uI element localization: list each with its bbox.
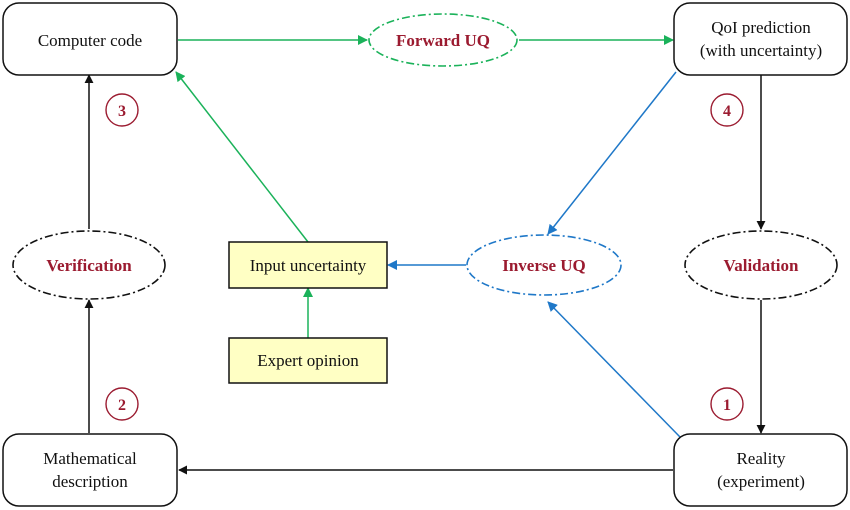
step-badge-1-label: 1 xyxy=(723,397,731,414)
node-qoi-prediction-line-2: (with uncertainty) xyxy=(700,41,822,60)
node-qoi-prediction: QoI prediction (with uncertainty) xyxy=(673,2,848,76)
node-expert-opinion: Expert opinion xyxy=(228,337,388,384)
node-input-uncertainty: Input uncertainty xyxy=(228,241,388,289)
node-qoi-prediction-line-1: QoI prediction xyxy=(711,18,811,37)
process-forward-uq: Forward UQ xyxy=(368,13,518,67)
node-expert-opinion-label: Expert opinion xyxy=(257,351,359,370)
node-computer-code-label: Computer code xyxy=(38,31,142,50)
step-badge-2: 2 xyxy=(105,387,139,421)
process-inverse-uq-label: Inverse UQ xyxy=(502,256,586,275)
edge-qoi-to-inverse-uq xyxy=(547,71,677,235)
step-badge-2-label: 2 xyxy=(118,397,126,414)
node-mathematical-description-line-2: description xyxy=(52,472,128,491)
process-inverse-uq: Inverse UQ xyxy=(466,234,622,296)
process-verification: Verification xyxy=(12,230,166,300)
step-badge-3-label: 3 xyxy=(118,103,126,120)
node-reality: Reality (experiment) xyxy=(673,433,848,507)
step-badge-1: 1 xyxy=(710,387,744,421)
process-validation-label: Validation xyxy=(724,256,800,275)
node-reality-line-2: (experiment) xyxy=(717,472,805,491)
step-badge-4-label: 4 xyxy=(723,103,731,120)
node-mathematical-description: Mathematical description xyxy=(2,433,178,507)
node-mathematical-description-line-1: Mathematical xyxy=(43,449,137,468)
step-badge-4: 4 xyxy=(710,93,744,127)
process-validation: Validation xyxy=(684,230,838,300)
step-badge-3: 3 xyxy=(105,93,139,127)
node-computer-code: Computer code xyxy=(2,2,178,76)
process-verification-label: Verification xyxy=(46,256,132,275)
node-input-uncertainty-label: Input uncertainty xyxy=(250,256,367,275)
edge-input-uncertainty-to-code xyxy=(175,71,309,243)
node-reality-line-1: Reality xyxy=(736,449,786,468)
process-forward-uq-label: Forward UQ xyxy=(396,31,490,50)
edge-reality-to-inverse-uq xyxy=(547,301,681,438)
